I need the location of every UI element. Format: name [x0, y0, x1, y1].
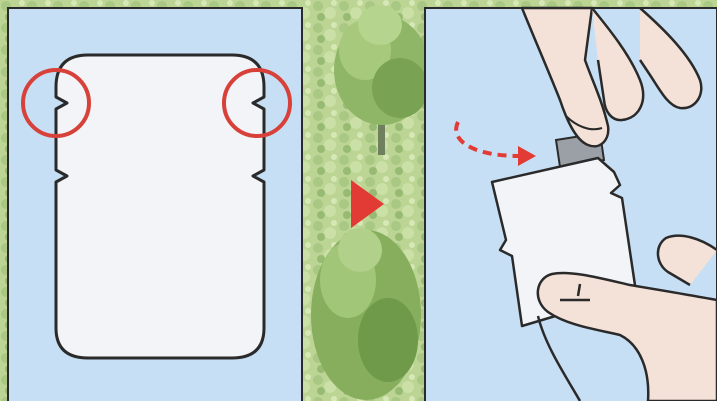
panel-right [424, 6, 717, 401]
hand-upper-fingers [591, 7, 703, 122]
hand-lower [536, 271, 717, 401]
panel-left [7, 7, 303, 401]
hand-lower-fingers [560, 234, 717, 302]
hand-upper-thumb [565, 115, 603, 131]
right-triangle-arrow-icon [351, 180, 384, 228]
notch-highlight-left [21, 68, 91, 138]
hand-lower-palm [536, 315, 582, 401]
tree-lower [311, 228, 421, 400]
packet-with-notches [54, 53, 266, 360]
curved-dashed-arrow-icon [454, 121, 521, 158]
notch-highlight-right [222, 68, 292, 138]
curved-dashed-arrow-head [518, 146, 536, 166]
tree-upper [334, 5, 430, 155]
hand-upper [520, 6, 610, 148]
